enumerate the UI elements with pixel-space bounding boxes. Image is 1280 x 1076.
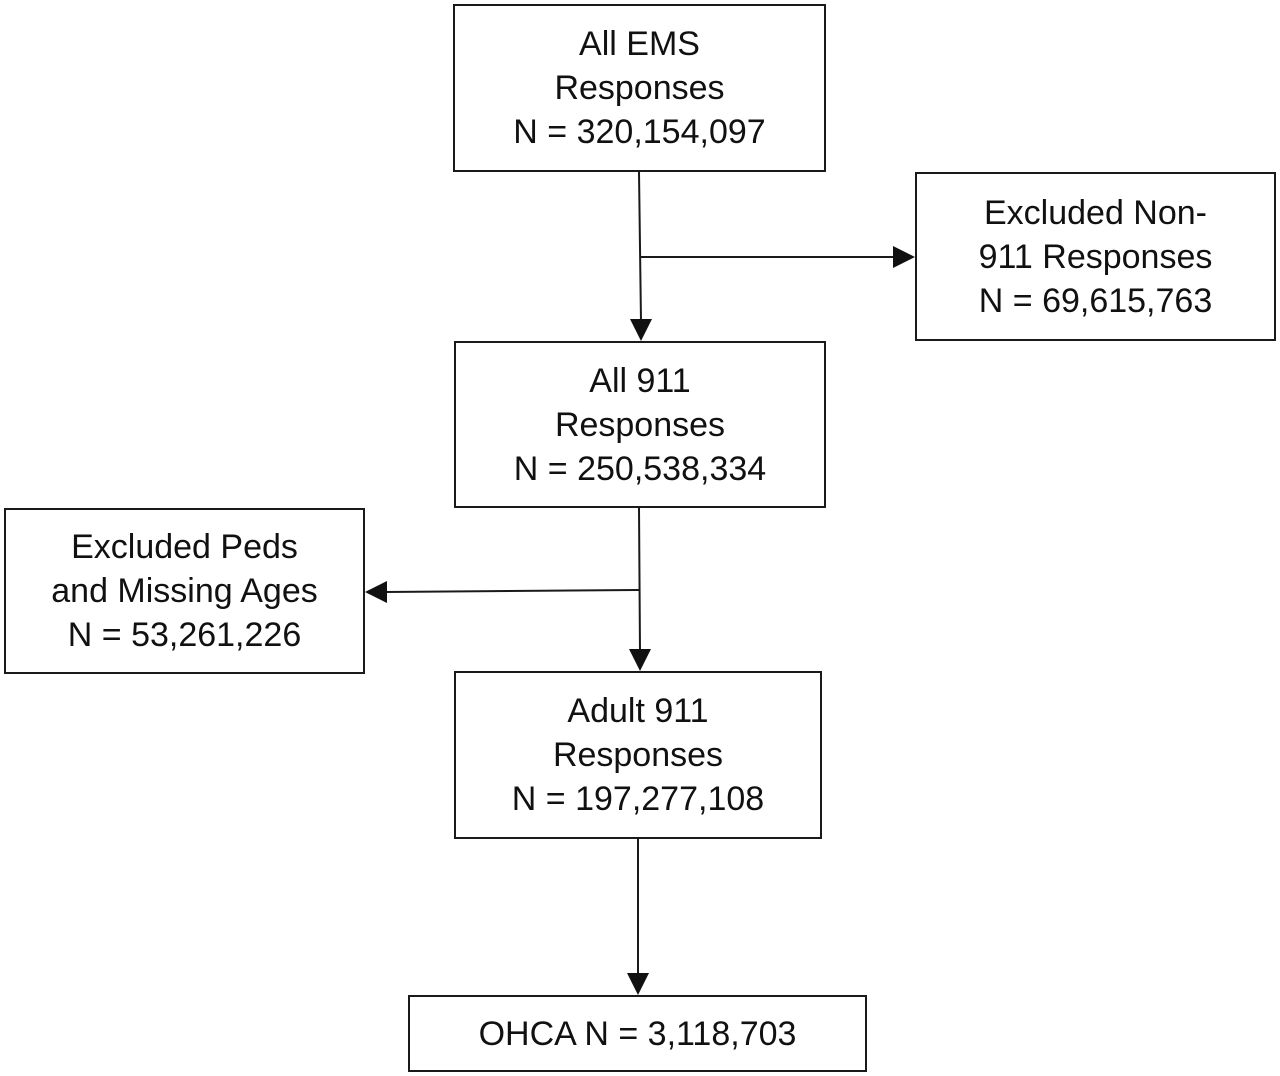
node-all-911-line-2: Responses: [554, 405, 726, 444]
node-adult-911-line-2: Responses: [552, 736, 724, 774]
arrowhead-ohca: [627, 973, 649, 995]
node-excluded-peds-line-1: Excluded Peds: [71, 528, 298, 566]
edge-all-ems-to-all-911: [638, 171, 642, 323]
node-adult-911-responses: Adult 911 Responses N = 197,277,108: [454, 671, 822, 839]
arrowhead-excluded-peds: [365, 581, 387, 603]
node-adult-911-line-1: Adult 911: [567, 692, 709, 730]
node-excluded-non-911-line-3: N = 69,615,763: [978, 281, 1213, 320]
node-excluded-non-911: Excluded Non- 911 Responses N = 69,615,7…: [915, 172, 1276, 341]
node-all-ems-line-3: N = 320,154,097: [513, 113, 766, 151]
arrowhead-all-911: [630, 319, 652, 341]
edge-all-911-to-excluded-peds: [384, 589, 640, 593]
node-all-ems-line-1: All EMS: [579, 25, 700, 63]
arrowhead-excluded-non-911: [893, 246, 915, 268]
node-all-911-line-1: All 911: [589, 361, 691, 400]
node-all-ems-line-2: Responses: [554, 69, 725, 107]
arrowhead-adult-911: [629, 649, 651, 671]
node-adult-911-line-3: N = 197,277,108: [511, 780, 765, 818]
node-excluded-peds: Excluded Peds and Missing Ages N = 53,26…: [4, 508, 365, 674]
node-excluded-non-911-line-2: 911 Responses: [978, 237, 1213, 276]
node-excluded-peds-line-2: and Missing Ages: [51, 572, 318, 610]
node-ohca: OHCA N = 3,118,703: [408, 995, 867, 1072]
node-all-911-responses: All 911 Responses N = 250,538,334: [454, 341, 826, 508]
node-ohca-line-1: OHCA N = 3,118,703: [478, 1014, 797, 1053]
node-excluded-non-911-line-1: Excluded Non-: [983, 193, 1207, 232]
node-excluded-peds-line-3: N = 53,261,226: [67, 616, 302, 654]
node-all-ems-responses: All EMS Responses N = 320,154,097: [453, 4, 826, 172]
edge-all-911-to-adult-911: [638, 507, 641, 653]
node-all-911-line-3: N = 250,538,334: [513, 449, 767, 488]
